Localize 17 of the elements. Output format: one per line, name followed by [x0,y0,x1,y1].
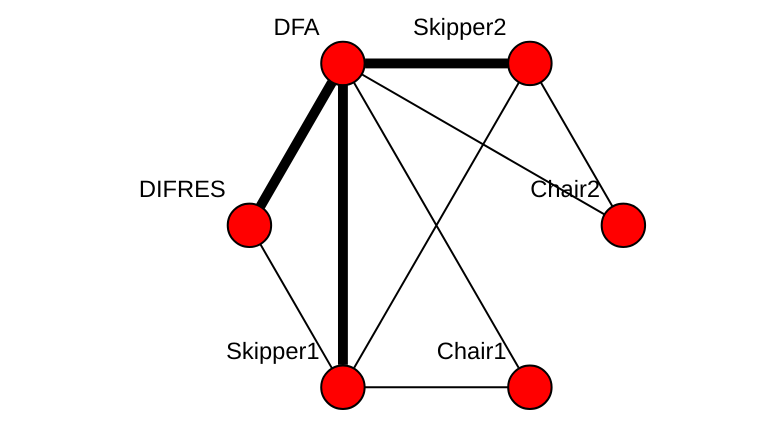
node-circle [507,364,553,410]
connector [365,386,508,388]
node-label: Chair1 [436,338,507,365]
connector [338,85,348,365]
node-label: DFA [273,14,320,41]
node-circle [600,202,646,248]
node-label: DIFRES [138,176,226,203]
connector [256,80,336,209]
node-circle [507,40,553,86]
node-circle [320,364,366,410]
node-label: Skipper1 [226,338,320,365]
node-label: Skipper2 [413,14,507,41]
connector [365,58,508,68]
connector [362,74,604,215]
connector [260,244,333,369]
node-circle [320,40,366,86]
node-circle [226,202,272,248]
